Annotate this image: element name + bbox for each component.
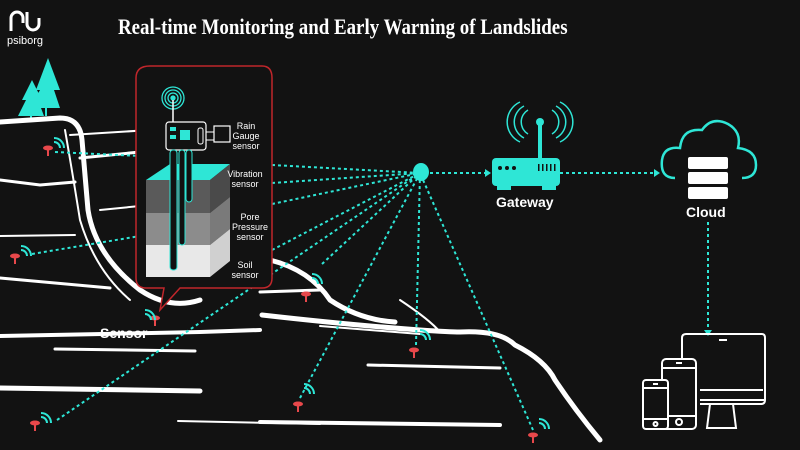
sensor-pin-icon <box>144 309 160 326</box>
tree-icon <box>18 58 60 120</box>
psiborg-logo: psiborg <box>6 10 44 47</box>
vibration-label: Vibration sensor <box>227 169 263 189</box>
sensor-pin-icon <box>30 412 52 431</box>
rain-gauge-icon <box>213 125 231 143</box>
gateway-label: Gateway <box>496 194 554 210</box>
sensor-pin-icon <box>43 137 65 156</box>
rain-gauge-label: Rain Gauge sensor <box>232 121 260 151</box>
devices-icon <box>642 333 766 430</box>
cloud-icon <box>660 119 758 199</box>
hub-node-icon <box>413 163 429 181</box>
cloud-label: Cloud <box>686 204 726 220</box>
monitor-icon <box>681 333 766 429</box>
page-title: Real-time Monitoring and Early Warning o… <box>118 14 568 39</box>
logo-text: psiborg <box>6 35 44 47</box>
logo-mark-icon <box>9 10 41 32</box>
phone-icon <box>642 379 669 430</box>
sensor-pins <box>10 137 550 443</box>
sensor-pin-icon <box>293 383 315 412</box>
sensor-pin-icon <box>10 245 32 264</box>
sensor-pin-icon <box>409 329 431 358</box>
sensor-pin-icon <box>301 273 323 302</box>
sensor-pin-icon <box>528 418 550 443</box>
database-icon <box>688 157 728 199</box>
pore-pressure-label: Pore Pressure sensor <box>231 212 268 242</box>
soil-label: Soil sensor <box>231 260 259 280</box>
router-icon <box>492 101 574 190</box>
sensor-callout <box>135 65 273 313</box>
sensor-label: Sensor <box>100 325 148 341</box>
antenna-icon <box>161 86 185 122</box>
sensor-link-lines <box>31 151 709 431</box>
